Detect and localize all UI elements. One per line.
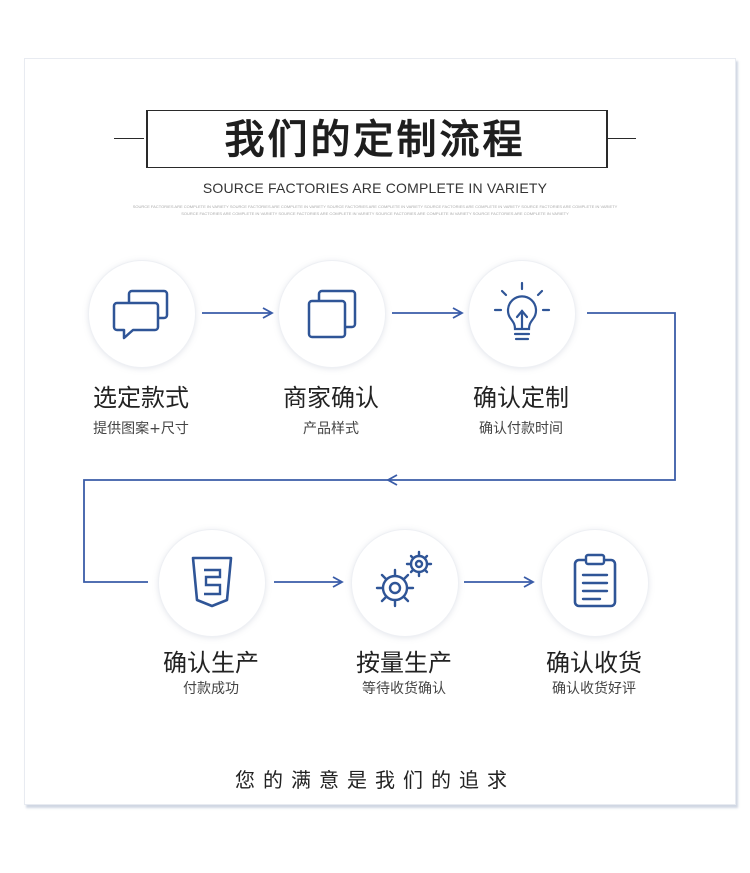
step-2-subtext: 产品样式	[303, 421, 359, 437]
step-1-subtext: 提供图案+尺寸	[93, 421, 189, 437]
shield-badge-icon	[191, 556, 233, 608]
title-left-rule	[114, 138, 144, 139]
decorative-small-text-2: SOURCE FACTORIES ARE COMPLETE IN VARIETY…	[181, 211, 569, 216]
page-title: 我们的定制流程	[224, 117, 526, 163]
lightbulb-icon	[493, 281, 551, 341]
step-6-label: 确认收货	[546, 649, 642, 677]
step-2-label: 商家确认	[283, 384, 379, 412]
clipboard-icon	[573, 553, 617, 608]
step-1-circle	[88, 260, 196, 368]
step-2-circle	[278, 260, 386, 368]
step-5-circle	[351, 529, 459, 637]
step-5-label: 按量生产	[356, 649, 452, 677]
step-3-label: 确认定制	[473, 384, 569, 412]
step-6-circle	[541, 529, 649, 637]
step-4-subtext: 付款成功	[183, 681, 239, 697]
page-subtitle: SOURCE FACTORIES ARE COMPLETE IN VARIETY	[202, 180, 548, 196]
step-4-circle	[158, 529, 266, 637]
chat-bubbles-icon	[112, 289, 169, 340]
step-6-subtext: 确认收货好评	[552, 681, 636, 697]
title-right-rule	[606, 138, 636, 139]
decorative-small-text-1: SOURCE FACTORIES ARE COMPLETE IN VARIETY…	[132, 204, 618, 209]
step-5-subtext: 等待收货确认	[362, 681, 446, 697]
step-4-label: 确认生产	[163, 649, 259, 677]
step-3-circle	[468, 260, 576, 368]
gears-icon	[375, 550, 433, 608]
copy-squares-icon	[307, 289, 357, 339]
footer-slogan: 您的满意是我们的追求	[235, 768, 515, 792]
step-1-label: 选定款式	[93, 384, 189, 412]
step-3-subtext: 确认付款时间	[479, 421, 563, 437]
title-frame	[146, 110, 608, 168]
